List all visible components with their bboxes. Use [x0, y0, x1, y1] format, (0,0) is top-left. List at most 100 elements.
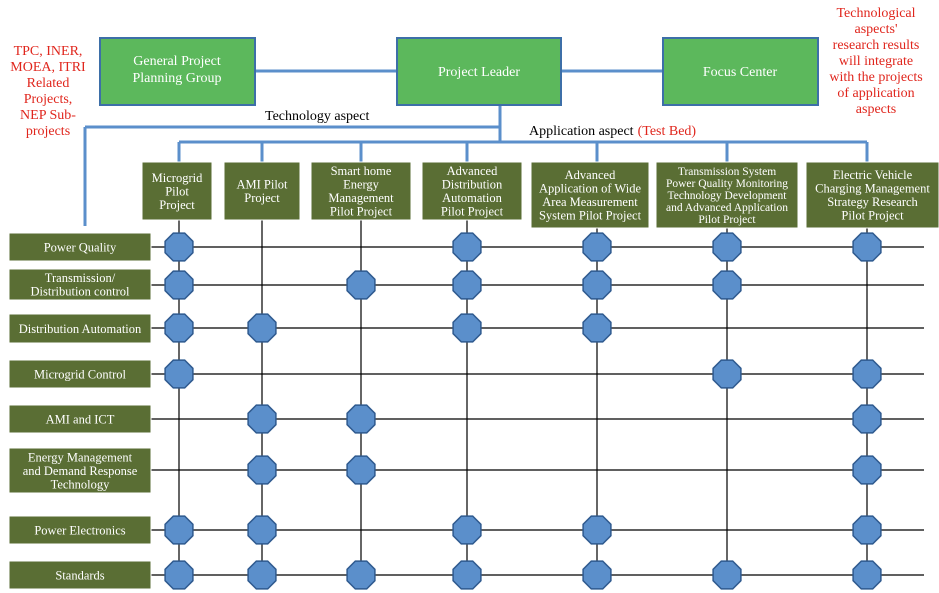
project-3-label-line-4: Pilot Project — [330, 205, 393, 219]
right-note-line-2: aspects' — [855, 22, 898, 37]
technology-box-2: Transmission/Distribution control — [8, 268, 152, 301]
node-row-1-col-6 — [712, 232, 742, 262]
project-5-label-line-4: System Pilot Project — [539, 209, 642, 223]
technology-2-label-line-2: Distribution control — [31, 285, 130, 299]
left-note-line-4: Projects, — [24, 92, 73, 107]
node-row-7-col-5 — [582, 515, 612, 545]
project-5-label-line-1: Advanced — [565, 168, 616, 182]
node-row-3-col-2 — [247, 313, 277, 343]
application-aspect-label: Application aspect (Test Bed) — [529, 124, 696, 139]
planning-group-label-line-1: General Project — [133, 54, 221, 69]
node-row-2-col-1 — [164, 270, 194, 300]
technology-3-label-line-1: Distribution Automation — [19, 322, 142, 336]
left-note-line-1: TPC, INER, — [14, 44, 83, 59]
node-row-8-col-3 — [346, 560, 376, 590]
technology-box-bg-7 — [8, 515, 152, 545]
node-row-4-col-7 — [852, 359, 882, 389]
project-leader-box: Project Leader — [396, 37, 562, 106]
project-3-label-line-2: Energy — [343, 178, 380, 192]
node-row-6-col-7 — [852, 455, 882, 485]
project-7-label-line-3: Strategy Research — [827, 195, 918, 209]
project-7-label-line-1: Electric Vehicle — [833, 168, 913, 182]
project-2-label-line-2: Project — [244, 191, 280, 205]
technology-box-bg-6 — [8, 447, 152, 494]
technology-7-label-line-1: Power Electronics — [34, 523, 125, 537]
right-note-line-4: will integrate — [839, 54, 913, 69]
left-note-line-3: Related — [27, 76, 70, 91]
project-box-bg-7 — [805, 161, 939, 229]
right-note-line-5: with the projects — [829, 70, 922, 85]
right-note-line-3: research results — [833, 38, 920, 53]
node-row-3-col-5 — [582, 313, 612, 343]
left-note-line-6: projects — [26, 124, 70, 139]
technology-box-5: AMI and ICT — [8, 404, 152, 434]
left-note-line-5: NEP Sub- — [20, 108, 76, 123]
project-4-label-line-1: Advanced — [447, 164, 498, 178]
project-3-label-line-3: Management — [328, 191, 394, 205]
project-6-label-line-4: and Advanced Application — [666, 202, 788, 214]
project-4-label-line-4: Pilot Project — [441, 205, 504, 219]
application-aspect-text: Application aspect — [529, 124, 634, 139]
project-6-label-line-1: Transmission System — [678, 166, 776, 178]
general-project-planning-group-box: General Project Planning Group — [99, 37, 256, 106]
technology-8-label-line-1: Standards — [55, 568, 104, 582]
technology-box-bg-5 — [8, 404, 152, 434]
planning-group-label-line-2: Planning Group — [132, 71, 221, 86]
technology-box-bg-2 — [8, 268, 152, 301]
node-row-3-col-1 — [164, 313, 194, 343]
technology-6-label-line-2: and Demand Response — [23, 464, 138, 478]
node-row-5-col-2 — [247, 404, 277, 434]
technology-box-bg-8 — [8, 560, 152, 590]
node-row-2-col-3 — [346, 270, 376, 300]
project-box-bg-2 — [223, 161, 301, 221]
node-row-8-col-2 — [247, 560, 277, 590]
technology-box-8: Standards — [8, 560, 152, 590]
node-row-7-col-2 — [247, 515, 277, 545]
technology-aspect-label: Technology aspect — [265, 109, 369, 124]
node-row-7-col-7 — [852, 515, 882, 545]
node-row-3-col-4 — [452, 313, 482, 343]
technology-5-label-line-1: AMI and ICT — [46, 412, 115, 426]
project-1-label-line-1: Microgrid — [152, 171, 203, 185]
node-row-8-col-5 — [582, 560, 612, 590]
technology-box-bg-4 — [8, 359, 152, 389]
node-row-2-col-6 — [712, 270, 742, 300]
technology-box-bg-1 — [8, 232, 152, 262]
test-bed-text: (Test Bed) — [638, 124, 697, 139]
node-row-6-col-2 — [247, 455, 277, 485]
node-row-8-col-7 — [852, 560, 882, 590]
node-row-2-col-4 — [452, 270, 482, 300]
technology-box-1: Power Quality — [8, 232, 152, 262]
technology-box-4: Microgrid Control — [8, 359, 152, 389]
project-6-label-line-5: Pilot Project — [698, 214, 756, 226]
node-row-7-col-4 — [452, 515, 482, 545]
project-box-bg-4 — [421, 161, 523, 221]
technology-6-label-line-1: Energy Management — [28, 450, 133, 464]
right-note-line-1: Technological — [836, 6, 915, 21]
left-note-line-2: MOEA, ITRI — [10, 60, 86, 75]
node-row-5-col-3 — [346, 404, 376, 434]
project-4-label-line-2: Distribution — [442, 178, 503, 192]
project-4-label-line-3: Automation — [442, 191, 502, 205]
project-1-label-line-2: Pilot — [165, 184, 189, 198]
project-7-label-line-4: Pilot Project — [841, 209, 904, 223]
node-row-2-col-5 — [582, 270, 612, 300]
technology-6-label-line-3: Technology — [51, 477, 111, 491]
matrix-nodes — [164, 232, 882, 590]
right-note-line-7: aspects — [856, 102, 896, 117]
node-row-7-col-1 — [164, 515, 194, 545]
project-box-bg-5 — [530, 161, 650, 229]
node-row-1-col-7 — [852, 232, 882, 262]
node-row-4-col-6 — [712, 359, 742, 389]
node-row-1-col-1 — [164, 232, 194, 262]
project-box-bg-6 — [655, 161, 799, 229]
node-row-8-col-4 — [452, 560, 482, 590]
